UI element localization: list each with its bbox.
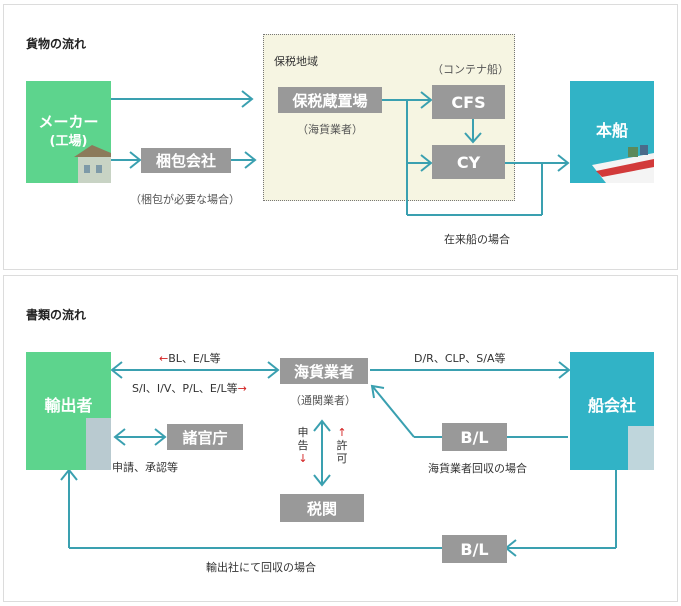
packing-company-box: 梱包会社 [141,148,231,173]
declare-label: 申告↓ [297,426,309,465]
agencies-box: 諸官庁 [167,424,243,450]
document-flow-panel: 書類の流れ [3,275,678,602]
cargo-flow-panel: 貨物の流れ 保税地域 [3,4,678,270]
document-flow-title: 書類の流れ [26,308,87,322]
forwarder-note: （通関業者） [290,394,356,407]
bonded-warehouse-box: 保税蔵置場 [278,87,382,113]
factory-icon [74,145,111,183]
cargo-arrows [111,90,570,216]
document-arrows [60,361,617,557]
ship-icon [592,145,654,183]
forwarder-collect-label: 海貨業者回収の場合 [428,462,527,475]
exporter-collect-label: 輸出社にて回収の場合 [206,561,316,574]
cargo-flow-title: 貨物の流れ [26,37,87,51]
packing-note: （梱包が必要な場合） [130,193,240,206]
maker-factory-label: (工場) [49,134,88,149]
customs-box: 税関 [280,494,364,522]
bl-el-label: ←BL、E/L等 [159,352,221,365]
bl-upper-box: B/L [442,423,507,451]
conventional-ship-note: 在来船の場合 [444,233,510,246]
forwarder-box: 海貨業者 [280,358,368,384]
si-text: S/I、I/V、P/L、E/L等 [132,382,238,395]
permit-text: 許可 [336,439,348,465]
dr-clp-label: D/R、CLP、S/A等 [414,352,506,365]
permit-label: ↑許可 [336,426,348,465]
cy-box: CY [432,145,505,179]
maker-label: メーカー [38,113,99,131]
office-icon [86,418,111,470]
bonded-warehouse-note: （海貨業者） [297,123,363,136]
container-ship-note: （コンテナ船） [432,63,509,76]
bl-el-text: BL、E/L等 [168,352,221,365]
building-icon [628,426,654,470]
apply-approve-label: 申請、承認等 [112,461,178,474]
si-label: S/I、I/V、P/L、E/L等→ [132,382,247,395]
bonded-area-label: 保税地域 [274,55,318,68]
bl-lower-box: B/L [442,535,507,563]
declare-text: 申告 [297,426,309,452]
cfs-box: CFS [432,85,505,119]
